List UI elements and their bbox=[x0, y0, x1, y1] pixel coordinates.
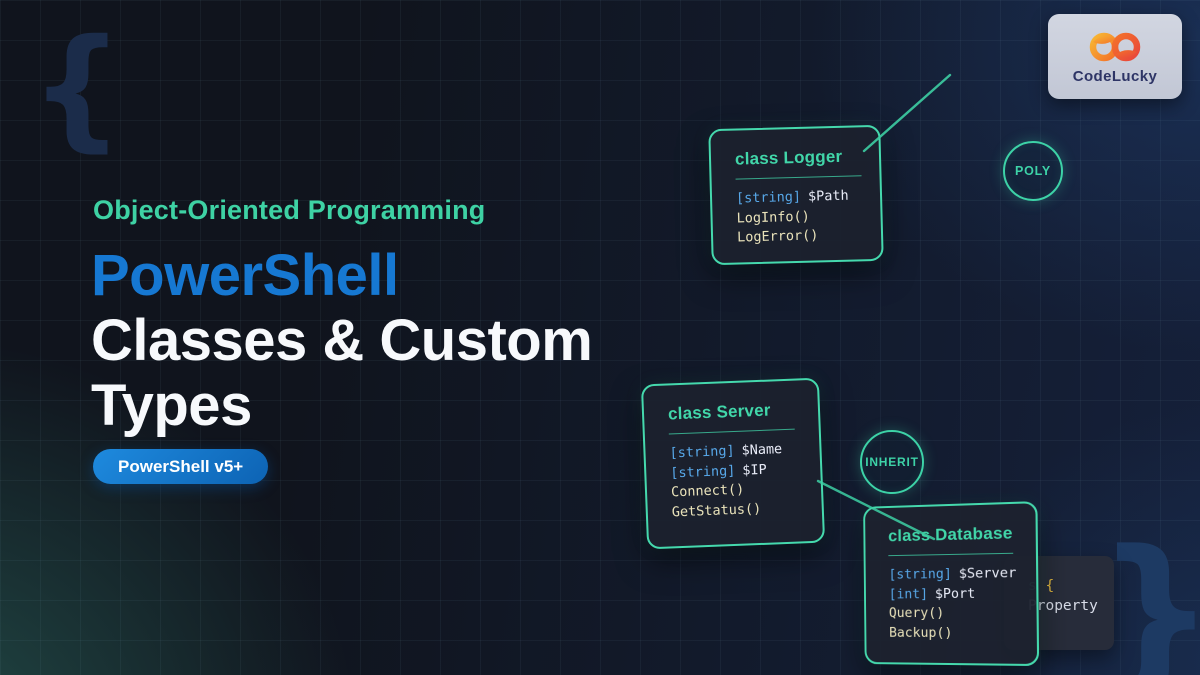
snippet-line-1: s { bbox=[1028, 576, 1114, 596]
class-title: class Logger bbox=[734, 146, 843, 169]
method-line: Backup() bbox=[889, 624, 953, 641]
title-line-3: Types bbox=[91, 373, 252, 438]
class-card-server: class Server [string]$Name [string]$IP C… bbox=[640, 377, 826, 550]
version-badge: PowerShell v5+ bbox=[93, 449, 269, 484]
card-divider bbox=[668, 428, 795, 435]
property-type: [string] bbox=[670, 462, 736, 481]
class-card-logger: class Logger [string]$Path LogInfo() Log… bbox=[708, 124, 884, 266]
snippet-line-2: Property bbox=[1028, 598, 1098, 614]
class-title: class Database bbox=[888, 523, 1013, 546]
property-name: $Name bbox=[741, 441, 783, 459]
class-card-database: class Database [string] $Server [int] $Por… bbox=[863, 501, 1040, 667]
card-divider bbox=[735, 175, 862, 180]
property-type: [string] bbox=[888, 565, 952, 583]
property-type: [int] bbox=[888, 585, 929, 602]
property-line: [int] $Port bbox=[889, 584, 1037, 605]
method-line: LogError() bbox=[736, 227, 819, 246]
title-powershell: PowerShell bbox=[91, 243, 399, 308]
method-line: Query() bbox=[888, 605, 945, 622]
property-name: $Path bbox=[807, 187, 849, 205]
inherit-relation-badge: INHERIT bbox=[860, 430, 924, 494]
open-brace-decoration: { bbox=[30, 11, 124, 165]
title-line-2: Classes & Custom bbox=[91, 308, 593, 373]
kicker-text: Object-Oriented Programming bbox=[93, 195, 486, 225]
poly-relation-badge: POLY bbox=[1003, 141, 1063, 201]
property-name: $Server bbox=[958, 564, 1017, 582]
brand-logo-card: CodeLucky bbox=[1048, 14, 1182, 99]
brand-name: CodeLucky bbox=[1072, 68, 1158, 85]
infinity-leaves-icon bbox=[1089, 32, 1141, 62]
card-divider bbox=[888, 552, 1014, 557]
property-name: $Port bbox=[934, 585, 976, 602]
property-name: $IP bbox=[741, 461, 767, 479]
class-title: class Server bbox=[667, 400, 771, 424]
property-line: [string] $Server bbox=[888, 564, 1036, 586]
property-type: [string] bbox=[669, 442, 735, 462]
snippet-open-brace: { bbox=[1045, 578, 1055, 594]
property-type: [string] bbox=[735, 188, 802, 207]
